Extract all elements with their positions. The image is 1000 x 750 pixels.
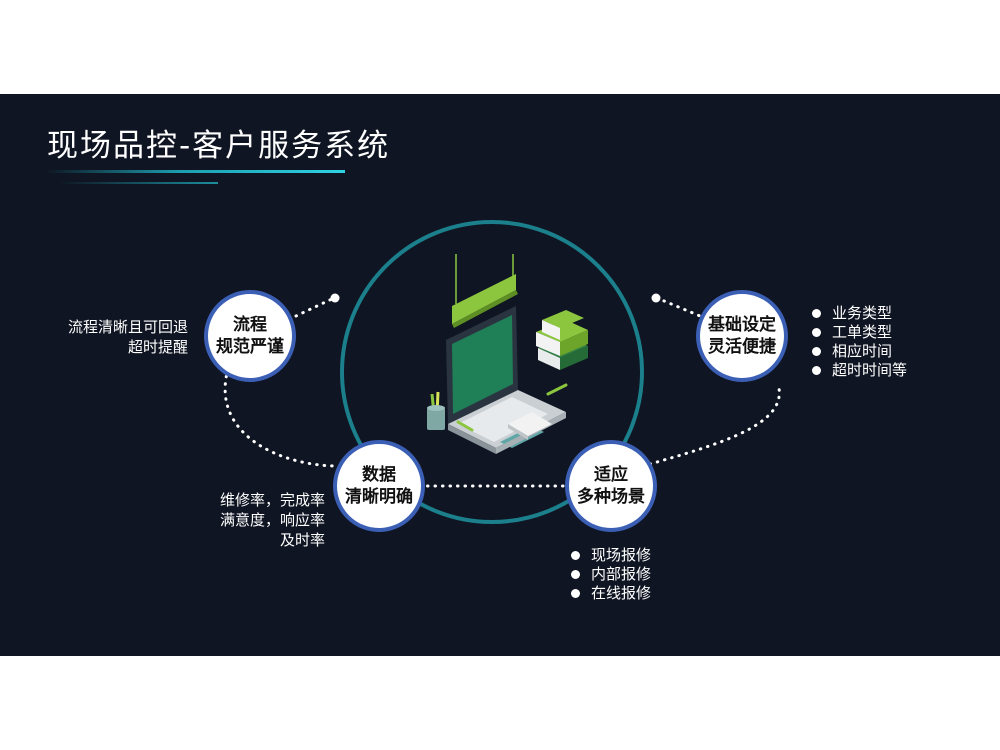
connector-dot-left	[330, 293, 340, 303]
list-item: 超时时间等	[810, 361, 907, 380]
scenes-bullets: 现场报修 内部报修 在线报修	[569, 546, 651, 603]
settings-bullets: 业务类型 工单类型 相应时间 超时时间等	[810, 304, 907, 380]
data-description: 维修率，完成率 满意度，响应率 及时率	[220, 490, 325, 550]
connector-dot-right	[651, 293, 661, 303]
node-scenes-line2: 多种场景	[577, 487, 645, 507]
data-desc-line: 维修率，完成率	[219, 491, 325, 509]
node-scenes: 适应 多种场景	[565, 440, 657, 532]
data-desc-line: 满意度，响应率	[219, 511, 325, 529]
center-ring	[340, 220, 644, 524]
dotted-connector-right	[655, 296, 702, 318]
process-description: 流程清晰且可回退 超时提醒	[68, 317, 188, 357]
dotted-connector-left	[294, 296, 336, 318]
node-process-line1: 流程	[233, 315, 267, 335]
page-title: 现场品控-客户服务系统	[47, 128, 391, 164]
books-icon	[536, 310, 588, 370]
data-desc-line: 及时率	[279, 531, 325, 549]
process-desc-line: 超时提醒	[127, 338, 188, 356]
dotted-orbit	[223, 367, 781, 488]
node-data: 数据 清晰明确	[333, 440, 425, 532]
pen-holder-icon	[427, 391, 445, 430]
pen-icon	[456, 420, 474, 432]
node-process-line2: 规范严谨	[216, 337, 284, 357]
process-desc-line: 流程清晰且可回退	[67, 318, 188, 336]
diagram-art	[223, 220, 781, 524]
title-underline-short	[58, 182, 218, 184]
node-settings-line2: 灵活便捷	[708, 337, 776, 357]
node-data-line1: 数据	[362, 465, 396, 485]
node-settings: 基础设定 灵活便捷	[696, 290, 788, 382]
node-scenes-line1: 适应	[594, 465, 628, 485]
node-process: 流程 规范严谨	[204, 290, 296, 382]
title-underline	[45, 170, 345, 173]
pencil-icon	[546, 383, 568, 396]
hanging-sign-icon	[452, 254, 518, 328]
list-item: 内部报修	[569, 565, 651, 584]
list-item: 工单类型	[810, 323, 907, 342]
list-item: 现场报修	[569, 546, 651, 565]
list-item: 相应时间	[810, 342, 907, 361]
notepad-icon	[508, 412, 552, 440]
list-item: 业务类型	[810, 304, 907, 323]
slide: 现场品控-客户服务系统	[0, 94, 1000, 656]
node-settings-line1: 基础设定	[708, 315, 776, 335]
node-data-line2: 清晰明确	[345, 487, 413, 507]
list-item: 在线报修	[569, 584, 651, 603]
